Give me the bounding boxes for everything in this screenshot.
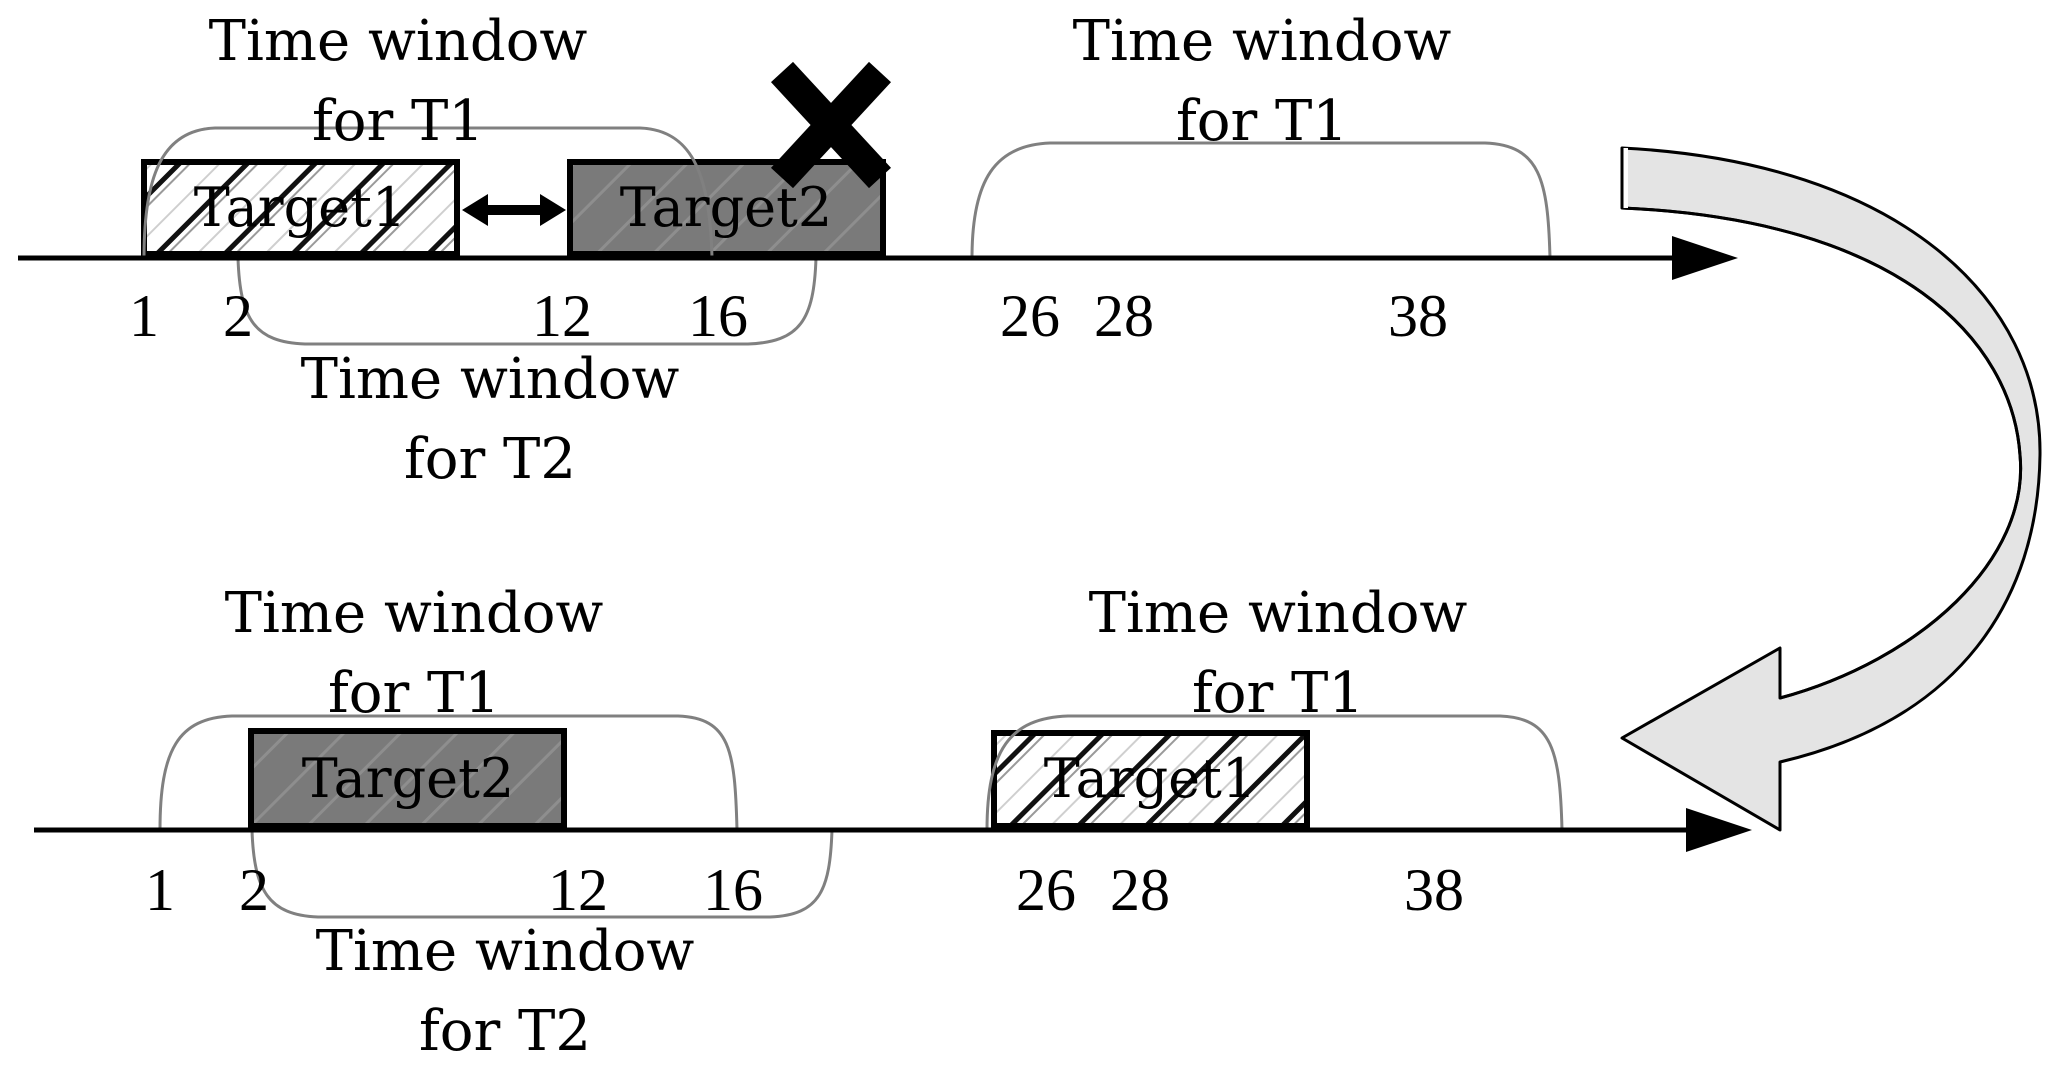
top-target1-box [141, 159, 460, 257]
top-tick-label: 1 [129, 283, 159, 349]
top-panel: Target1 Target2 Time window for T1 Time … [18, 9, 1738, 492]
bottom-tick-label: 1 [145, 857, 175, 923]
bottom-tick-label: 2 [239, 857, 269, 923]
top-window-t1-b-line2: for T1 [1176, 89, 1348, 154]
top-tick-label: 2 [223, 283, 253, 349]
bottom-tick-label: 26 [1016, 857, 1076, 923]
bottom-target1-label: Target1 [1044, 747, 1256, 810]
curved-arrow-icon [1620, 146, 2042, 832]
bottom-window-t1-a-line1: Time window [225, 581, 604, 646]
top-axis-arrowhead [1672, 236, 1738, 280]
top-target1-label: Target1 [194, 176, 406, 239]
bottom-window-t1-b-bracket [985, 714, 1564, 831]
bottom-tick-label: 16 [703, 857, 763, 923]
bottom-window-t1-a-line2: for T1 [328, 661, 500, 726]
top-window-t1-a-line1: Time window [209, 9, 588, 74]
top-window-t1-b-bracket [970, 141, 1552, 259]
bottom-target2-label: Target2 [302, 747, 514, 810]
bottom-axis-arrowhead [1686, 808, 1752, 852]
top-window-t1-a-bracket [142, 126, 714, 259]
bottom-window-t1-b-line2: for T1 [1192, 661, 1364, 726]
top-tick-label: 16 [688, 283, 748, 349]
bottom-window-t1-b-line1: Time window [1089, 581, 1468, 646]
bottom-tick-label: 12 [548, 857, 608, 923]
bottom-window-t1-a-bracket [158, 714, 739, 831]
bottom-target2-box [248, 728, 567, 829]
top-target2-box [567, 159, 886, 257]
top-window-t2-bracket [236, 257, 818, 346]
top-target2-label: Target2 [620, 176, 832, 239]
top-tick-label: 26 [1000, 283, 1060, 349]
bottom-tick-label: 38 [1404, 857, 1464, 923]
bottom-window-t2-line1: Time window [316, 919, 695, 984]
bottom-window-t2-bracket [250, 829, 834, 919]
top-window-t2-line1: Time window [301, 347, 680, 412]
top-tick-label: 28 [1094, 283, 1154, 349]
x-mark-icon [770, 61, 892, 189]
bottom-tick-label: 28 [1110, 857, 1170, 923]
top-tick-label: 38 [1388, 283, 1448, 349]
top-window-t1-b-line1: Time window [1073, 9, 1452, 74]
bottom-panel: Target2 Target1 Time window for T1 Time … [34, 581, 1752, 1064]
double-arrow-icon [462, 194, 566, 226]
bottom-window-t2-line2: for T2 [419, 999, 591, 1064]
top-window-t2-line2: for T2 [404, 427, 576, 492]
top-window-t1-a-line2: for T1 [312, 89, 484, 154]
top-tick-label: 12 [532, 283, 592, 349]
bottom-target1-box [991, 730, 1310, 829]
